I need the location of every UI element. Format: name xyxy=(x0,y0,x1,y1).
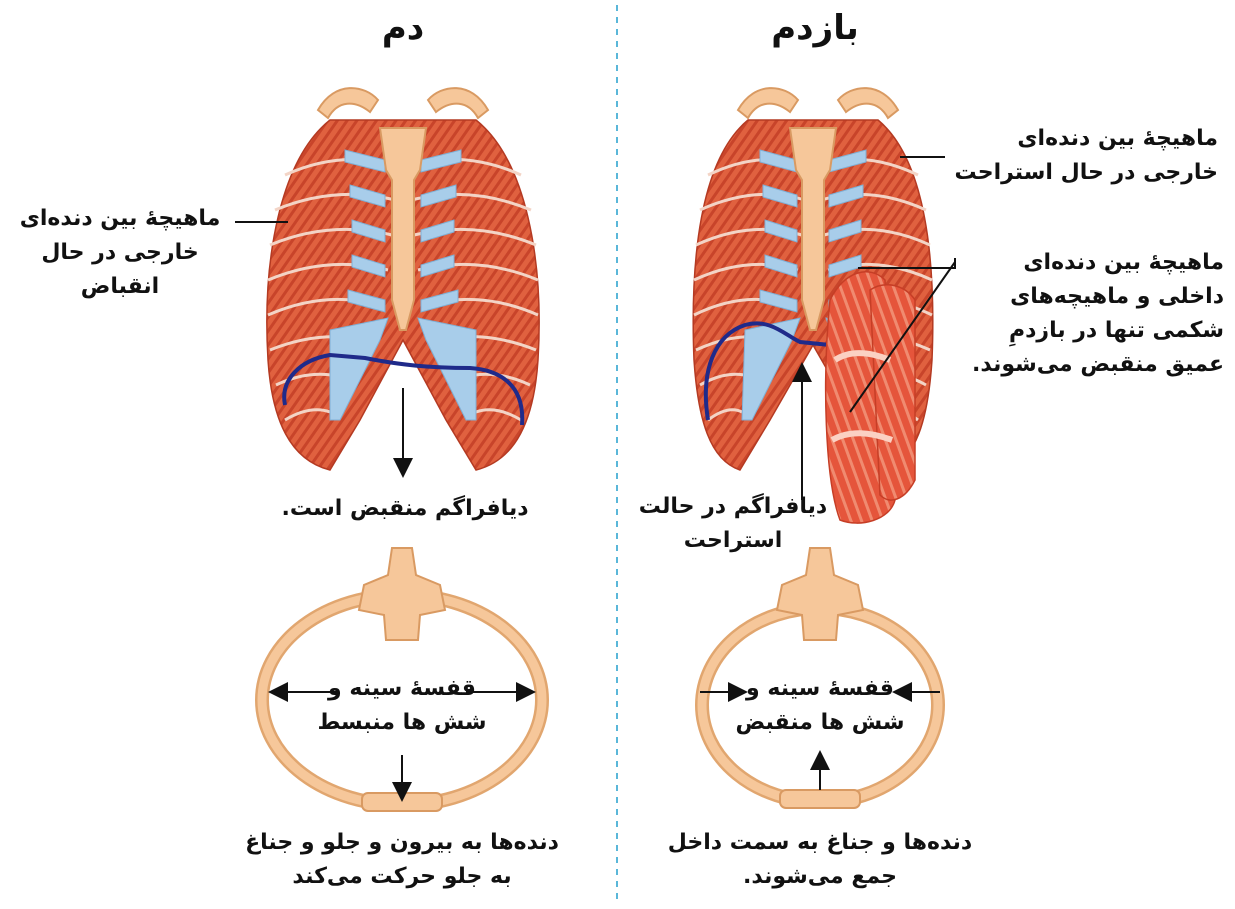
exhale-vertebra xyxy=(777,548,863,640)
exhale-internal-muscle-label: ماهیچۀ بین دنده‌ای داخلی و ماهیچه‌های شک… xyxy=(962,246,1224,382)
exhale-diaphragm-label: دیافراگم در حالت استراحت xyxy=(620,490,846,558)
exhale-cage-label: قفسۀ سینه و شش ها منقبض xyxy=(712,672,928,740)
inhale-cage-label: قفسۀ سینه و شش ها منبسط xyxy=(292,672,512,740)
exhale-clavicle-left xyxy=(738,88,798,118)
exhale-sternum-section xyxy=(780,790,860,808)
inhale-external-muscle-label: ماهیچۀ بین دنده‌ای خارجی در حال انقباض xyxy=(4,202,236,304)
inhale-clavicle-left xyxy=(318,88,378,118)
exhale-bottom-label: دنده‌ها و جناغ به سمت داخل جمع می‌شوند. xyxy=(640,826,1000,894)
abdominal-muscles xyxy=(826,272,915,523)
inhale-clavicle-right xyxy=(428,88,488,118)
exhale-title: بازدم xyxy=(740,8,890,48)
exhale-clavicle-right xyxy=(838,88,898,118)
exhale-external-muscle-label: ماهیچۀ بین دنده‌ای خارجی در حال استراحت xyxy=(946,122,1218,190)
inhale-sternum-section xyxy=(362,793,442,811)
inhale-vertebra xyxy=(359,548,445,640)
exhale-rib-cage xyxy=(693,88,933,523)
inhale-title: دم xyxy=(340,8,466,48)
inhale-bottom-label: دنده‌ها به بیرون و جلو و جناغ به جلو حرک… xyxy=(210,826,594,894)
inhale-diaphragm-label: دیافراگم منقبض است. xyxy=(260,492,550,526)
